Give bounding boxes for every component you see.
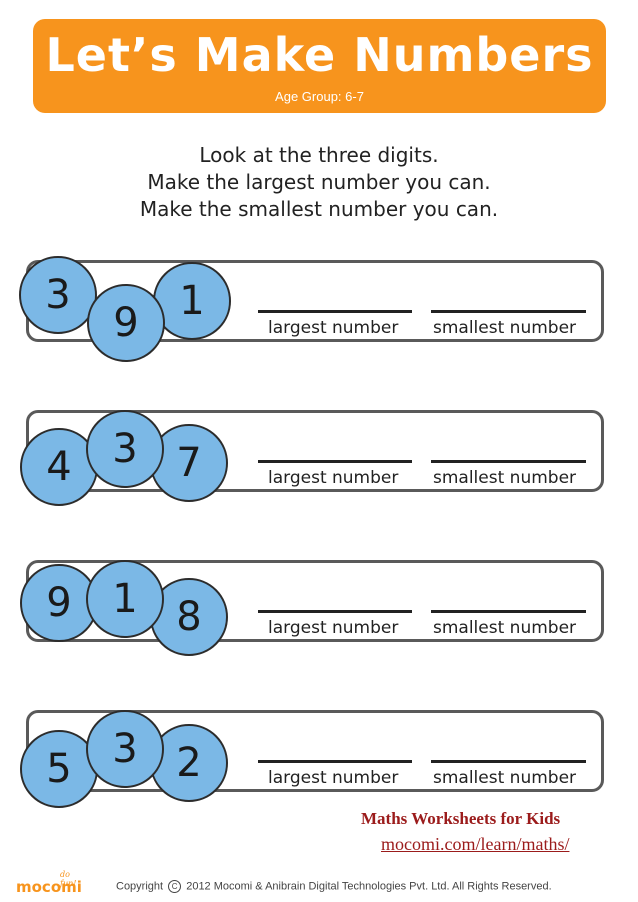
largest-number-label: largest number bbox=[268, 318, 399, 338]
copyright-symbol: C bbox=[168, 880, 182, 893]
exercise-row: 9 8 1 largest number smallest number bbox=[0, 554, 638, 656]
largest-number-label: largest number bbox=[268, 768, 399, 788]
footer-title: Maths Worksheets for Kids bbox=[361, 809, 561, 828]
instruction-line: Look at the three digits. bbox=[199, 143, 439, 167]
smallest-number-label: smallest number bbox=[433, 618, 577, 638]
smallest-answer-line[interactable] bbox=[431, 610, 586, 613]
largest-number-label: largest number bbox=[268, 618, 399, 638]
smallest-number-label: smallest number bbox=[433, 468, 577, 488]
smallest-number-label: smallest number bbox=[433, 318, 577, 338]
digit-circle: 1 bbox=[153, 262, 231, 340]
largest-number-label: largest number bbox=[268, 468, 399, 488]
digit-circle: 1 bbox=[86, 560, 164, 638]
smallest-number-label: smallest number bbox=[433, 768, 577, 788]
logo-tagline: do fun! bbox=[60, 870, 77, 888]
age-group-label: Age Group: 6-7 bbox=[275, 89, 364, 104]
digit-circle: 9 bbox=[87, 284, 165, 362]
copyright-prefix: Copyright bbox=[116, 880, 164, 893]
copyright-text: 2012 Mocomi & Anibrain Digital Technolog… bbox=[186, 880, 552, 893]
largest-answer-line[interactable] bbox=[258, 460, 412, 463]
smallest-answer-line[interactable] bbox=[431, 760, 586, 763]
exercise-row: 5 2 3 largest number smallest number bbox=[0, 704, 638, 808]
logo-wordmark: mocomi bbox=[16, 878, 82, 896]
digit-circle: 3 bbox=[86, 410, 164, 488]
instruction-line: Make the largest number you can. bbox=[147, 170, 491, 194]
digit-circle: 4 bbox=[20, 428, 98, 506]
mocomi-logo[interactable]: mocomi do fun! bbox=[16, 870, 86, 896]
copyright-notice: Copyright C 2012 Mocomi & Anibrain Digit… bbox=[116, 880, 552, 893]
worksheet-title: Let’s Make Numbers bbox=[45, 28, 594, 82]
instructions: Look at the three digits. Make the large… bbox=[0, 142, 638, 223]
exercise-row: 4 7 3 largest number smallest number bbox=[0, 404, 638, 506]
smallest-answer-line[interactable] bbox=[431, 310, 586, 313]
digit-circle: 9 bbox=[20, 564, 98, 642]
footer-link[interactable]: mocomi.com/learn/maths/ bbox=[381, 834, 570, 854]
digit-circle: 3 bbox=[86, 710, 164, 788]
largest-answer-line[interactable] bbox=[258, 760, 412, 763]
largest-answer-line[interactable] bbox=[258, 610, 412, 613]
largest-answer-line[interactable] bbox=[258, 310, 412, 313]
digit-circle: 3 bbox=[19, 256, 97, 334]
digit-circle: 2 bbox=[150, 724, 228, 802]
digit-circle: 8 bbox=[150, 578, 228, 656]
smallest-answer-line[interactable] bbox=[431, 460, 586, 463]
digit-circle: 5 bbox=[20, 730, 98, 808]
exercise-row: 3 1 9 largest number smallest number bbox=[0, 254, 638, 362]
instruction-line: Make the smallest number you can. bbox=[139, 197, 499, 221]
title-banner: Let’s Make Numbers Age Group: 6-7 bbox=[33, 19, 606, 113]
